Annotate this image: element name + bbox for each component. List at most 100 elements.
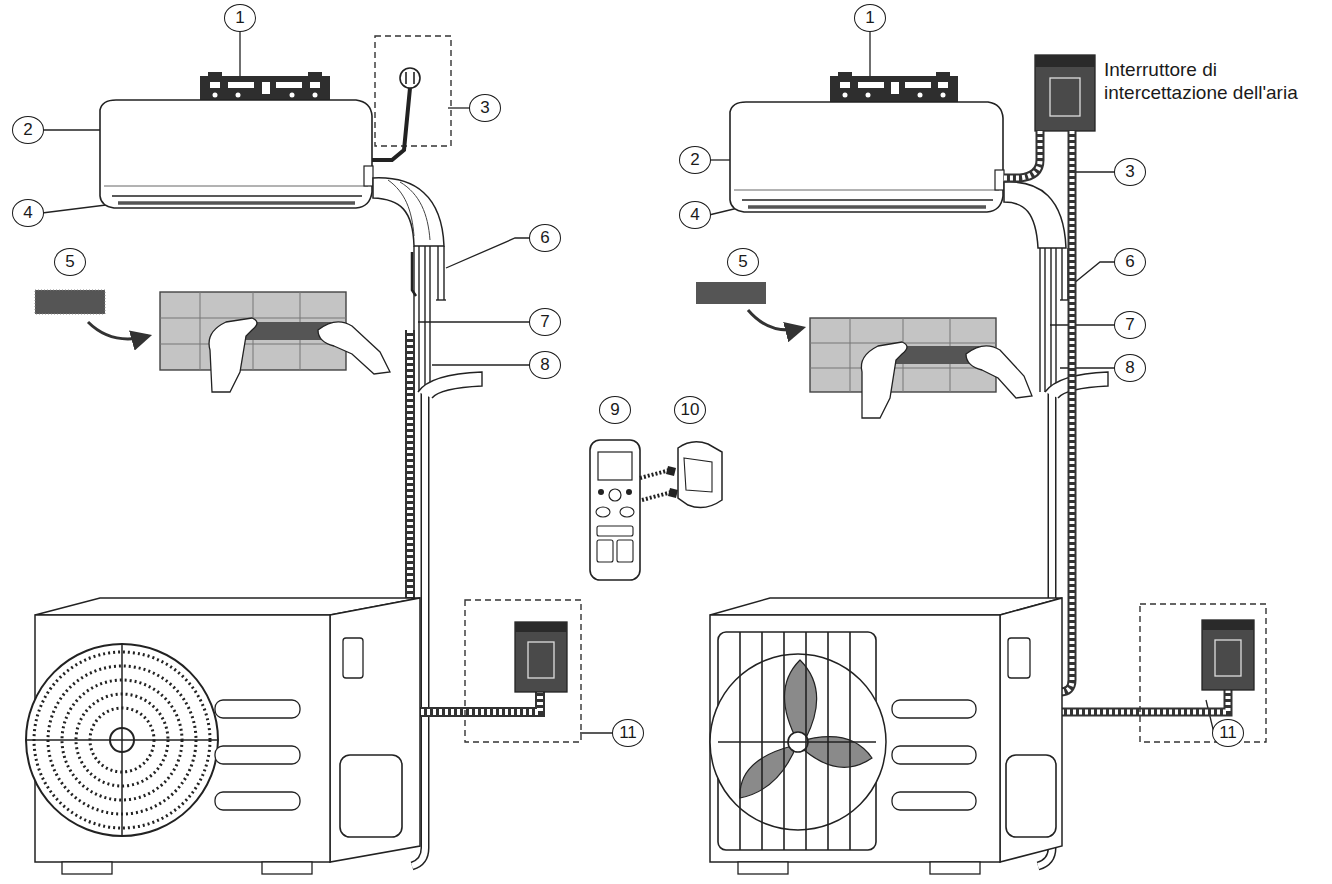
valve-cover — [1006, 755, 1056, 837]
leader-line — [1050, 324, 1116, 325]
grille-bar — [718, 741, 876, 743]
plate-hole — [236, 93, 241, 98]
refrigerant-pipe — [418, 246, 419, 392]
plate-hole — [843, 93, 848, 98]
pipe-clamp — [418, 372, 482, 398]
plate-hole — [210, 82, 220, 88]
refrigerant-pipe — [1050, 248, 1051, 392]
switch-box — [515, 622, 567, 692]
refrigerant-pipe — [1039, 248, 1040, 392]
handle — [343, 638, 363, 678]
callout-number: 5 — [54, 248, 86, 276]
insert-arrow — [88, 322, 148, 339]
foot — [62, 862, 112, 874]
callout-number: 10 — [674, 396, 706, 424]
spiral-cable-coil — [1004, 131, 1040, 178]
remote-button — [626, 489, 632, 495]
plate-hole — [213, 93, 218, 98]
panel-line — [104, 186, 368, 187]
air-filter-panel — [160, 292, 390, 392]
drain-hose — [443, 246, 444, 300]
outdoor-side — [1000, 598, 1062, 862]
foot — [930, 862, 980, 874]
plate-body — [830, 76, 958, 102]
remote-button — [617, 540, 633, 562]
callout-number: 4 — [679, 201, 711, 229]
plate-tab — [208, 72, 222, 78]
spiral-cable — [1004, 131, 1040, 178]
remote-button — [620, 507, 634, 517]
remote-button — [597, 526, 633, 536]
holder-slot — [684, 458, 712, 492]
louvre — [112, 195, 362, 197]
handle — [1008, 638, 1030, 678]
refrigerant-pipe — [1044, 248, 1045, 392]
power-cord — [372, 88, 410, 160]
refrigerant-pipe — [429, 246, 430, 392]
indoor-unit — [730, 102, 1004, 212]
pipe-bend-detail — [388, 180, 430, 240]
dashed-frame — [465, 600, 581, 742]
part-label: Interruttore di intercettazione dell'ari… — [1104, 58, 1329, 104]
plug-pin — [405, 72, 407, 84]
hand — [966, 346, 1032, 398]
leader-line — [448, 107, 471, 108]
leader-line — [446, 238, 531, 268]
refrigerant-pipe — [424, 246, 425, 392]
pipes — [414, 246, 446, 392]
drain-hose-end — [436, 299, 446, 300]
filter-texture — [35, 290, 105, 314]
dashed-frame — [375, 36, 451, 146]
leader-line — [709, 208, 738, 215]
indoor-body — [730, 102, 1003, 212]
callout-number: 7 — [529, 308, 561, 336]
remote-screen — [598, 452, 632, 480]
plate-holes — [840, 82, 948, 98]
leader-line — [580, 732, 614, 733]
leader-line — [869, 32, 870, 76]
plate-tab — [308, 72, 322, 78]
refrigerant-pipe — [1055, 248, 1056, 392]
plug-pin — [413, 72, 415, 84]
callout-number: 7 — [1114, 311, 1146, 339]
grille-rib — [26, 739, 218, 741]
leader-line — [42, 205, 106, 213]
plate-hole — [866, 93, 871, 98]
remote-holder — [640, 442, 722, 508]
wire-tip — [412, 252, 416, 296]
remote-button — [596, 507, 610, 517]
grille-bar — [739, 632, 741, 850]
callout-number: 11 — [612, 719, 644, 747]
foot — [738, 862, 788, 874]
callout-number: 3 — [1114, 158, 1146, 186]
insert-arrow — [748, 310, 802, 330]
mounting-plate — [830, 72, 958, 102]
outdoor-unit — [26, 598, 420, 874]
vent-slot — [892, 746, 976, 764]
grid-line — [850, 318, 851, 392]
plate-hole — [840, 82, 850, 88]
dashed-frame — [1140, 604, 1266, 742]
callout-number: 11 — [1212, 719, 1244, 747]
callout-number: 1 — [854, 4, 886, 32]
plate-hole — [938, 82, 948, 88]
air-outlet — [118, 201, 355, 205]
grille-bar — [827, 632, 829, 850]
plate-tab — [838, 72, 852, 78]
hand — [861, 342, 907, 418]
plate-body — [200, 76, 330, 102]
callout-number: 2 — [12, 116, 44, 144]
filter-strip — [35, 290, 105, 314]
grille-bar — [783, 632, 785, 850]
grille-rib — [26, 644, 218, 836]
grille-bar — [849, 632, 851, 850]
valve-cover — [340, 755, 402, 837]
plate-hole — [228, 82, 254, 88]
outdoor-side — [330, 598, 420, 862]
fan-shroud — [710, 654, 886, 830]
drain-hose — [1061, 248, 1062, 300]
grille-bars — [718, 632, 876, 850]
vent-slot — [215, 746, 300, 764]
switch-top — [515, 622, 567, 632]
callout-number: 9 — [599, 396, 631, 424]
